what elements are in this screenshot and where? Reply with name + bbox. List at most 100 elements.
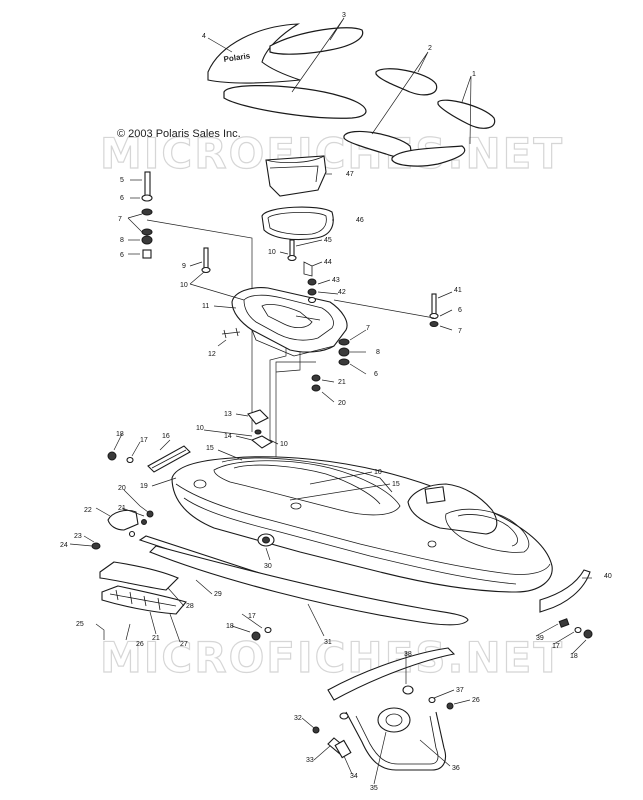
screw-part-18b [251, 631, 261, 641]
callout-35: 35 [370, 785, 378, 792]
console-display [424, 486, 446, 504]
hull-body [171, 456, 553, 593]
callout-44: 44 [324, 259, 332, 266]
callout-16: 16 [162, 433, 170, 440]
callout-7: 7 [458, 328, 462, 335]
center-fasteners [287, 239, 317, 304]
screw-part-39 [558, 618, 570, 628]
latch-group [247, 409, 274, 449]
latch-part-13 [247, 409, 269, 425]
reboarding-step-group [312, 647, 456, 771]
pin-part-34 [334, 739, 352, 759]
callout-6: 6 [120, 195, 124, 202]
callout-21: 21 [152, 635, 160, 642]
callout-13: 13 [224, 411, 232, 418]
screw-part-18c [583, 629, 593, 639]
right-pad-part-1a [437, 99, 496, 129]
callout-15: 15 [206, 445, 214, 452]
step-part-28 [99, 561, 179, 591]
seat-part-11 [231, 287, 348, 353]
callout-11: 11 [202, 303, 209, 310]
left-fastener-stack [141, 171, 153, 259]
right-pad-part-1b [391, 145, 466, 167]
callout-38: 38 [404, 651, 412, 658]
callout-23: 23 [74, 533, 82, 540]
nut-part-6b [142, 249, 152, 259]
callout-5: 5 [120, 177, 124, 184]
callout-28: 28 [186, 603, 194, 610]
callout-24: 24 [60, 542, 68, 549]
nut-part-6d [338, 358, 350, 366]
washer-part-6a [141, 194, 153, 202]
screw-part-24 [91, 542, 101, 550]
hull-group [171, 456, 553, 593]
callout-17: 17 [140, 437, 148, 444]
grommet-part-42 [307, 288, 317, 296]
callout-2: 2 [428, 45, 432, 52]
callout-27: 27 [180, 641, 188, 648]
callout-33: 33 [306, 757, 314, 764]
upper-right-pad-part-2a [375, 68, 438, 96]
callout-7: 7 [118, 216, 122, 223]
step-frame-part-36 [345, 711, 447, 771]
storage-bin-group [261, 155, 334, 241]
bracket-part-14 [250, 435, 274, 449]
callout-21: 21 [118, 505, 126, 512]
callout-9: 9 [182, 263, 186, 270]
callout-6: 6 [458, 307, 462, 314]
washer-part-20a [311, 384, 321, 392]
callout-42: 42 [338, 289, 346, 296]
nut-part-8a [141, 235, 153, 245]
callout-26: 26 [136, 641, 144, 648]
step-hinge-part-35 [377, 707, 411, 733]
callout-1: 1 [472, 71, 476, 78]
callout-labels: 1 2 3 4 5 6 7 8 6 47 46 10 45 44 9 10 43… [60, 12, 612, 792]
watermark-bottom: MICROFICHES.NET [100, 633, 564, 682]
seal-part-46 [261, 206, 334, 241]
stern-rail [327, 647, 456, 701]
callout-41: 41 [454, 287, 462, 294]
callout-22: 22 [84, 507, 92, 514]
logo-pad-part-4 [207, 23, 301, 84]
stud-part-9 [203, 247, 209, 269]
bracket-part-22 [107, 509, 139, 531]
callout-25: 25 [76, 621, 84, 628]
lower-pad-part-3b [223, 85, 367, 119]
callout-30: 30 [264, 563, 272, 570]
callout-15: 15 [392, 481, 400, 488]
callout-3: 3 [342, 12, 346, 19]
callout-7: 7 [366, 325, 370, 332]
callout-18: 18 [226, 623, 234, 630]
watermark-top: MICROFICHES.NET [100, 129, 564, 178]
callout-18: 18 [570, 653, 578, 660]
callout-20: 20 [118, 485, 126, 492]
copyright-text: © 2003 Polaris Sales Inc. [117, 128, 241, 140]
stud-part-10b [289, 239, 295, 257]
callout-8: 8 [376, 349, 380, 356]
callout-46: 46 [356, 217, 364, 224]
hinge-pin-part-12 [221, 327, 241, 339]
grommet-part-7b [141, 228, 153, 236]
stud-part-5 [144, 171, 151, 199]
washer-part-10 [201, 266, 211, 274]
callout-10: 10 [374, 469, 382, 476]
callout-37: 37 [456, 687, 464, 694]
callout-14: 14 [224, 433, 232, 440]
screw-part-32 [312, 726, 320, 734]
callout-12: 12 [208, 351, 216, 358]
callout-31: 31 [324, 639, 332, 646]
callout-45: 45 [324, 237, 332, 244]
callout-19: 19 [140, 483, 148, 490]
callout-34: 34 [350, 773, 358, 780]
callout-39: 39 [536, 635, 544, 642]
leader-lines [69, 17, 592, 785]
callout-43: 43 [332, 277, 340, 284]
callout-40: 40 [604, 573, 612, 580]
rub-rail-part-31 [149, 545, 469, 626]
callout-10: 10 [280, 441, 288, 448]
logo-text: Polaris [223, 51, 251, 64]
deck-pads-group: Polaris [207, 23, 496, 167]
callout-6: 6 [374, 371, 378, 378]
callout-17: 17 [552, 643, 560, 650]
